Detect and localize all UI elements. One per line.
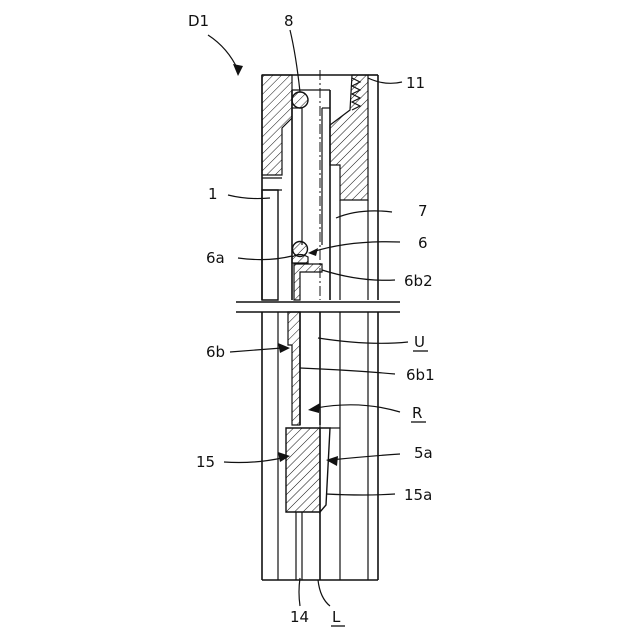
label-l: L [332,608,341,626]
label-15a: 15a [404,486,432,504]
label-6: 6 [418,234,428,252]
label-11: 11 [406,74,425,92]
sleeve-6b1 [288,312,300,425]
label-15: 15 [196,453,215,471]
label-r: R [412,404,422,422]
piston-15 [286,428,320,512]
left-wall-hatch-upper [262,75,292,175]
label-6b2: 6b2 [404,272,433,290]
label-5a: 5a [414,444,433,462]
label-6b: 6b [206,343,225,361]
label-u: U [414,333,425,351]
housing-lower [262,312,378,580]
label-6b1: 6b1 [406,366,435,384]
label-14: 14 [290,608,309,626]
label-8: 8 [284,12,294,30]
label-7: 7 [418,202,428,220]
taper-5a [320,428,330,512]
seat-6a [292,255,308,264]
plate-6b2 [294,264,322,300]
label-6a: 6a [206,249,225,267]
right-collar-hatch [330,75,368,200]
label-d1: D1 [188,12,209,30]
ball-8 [292,92,308,108]
label-1: 1 [208,185,218,203]
left-wall-lower-upper [262,190,278,300]
